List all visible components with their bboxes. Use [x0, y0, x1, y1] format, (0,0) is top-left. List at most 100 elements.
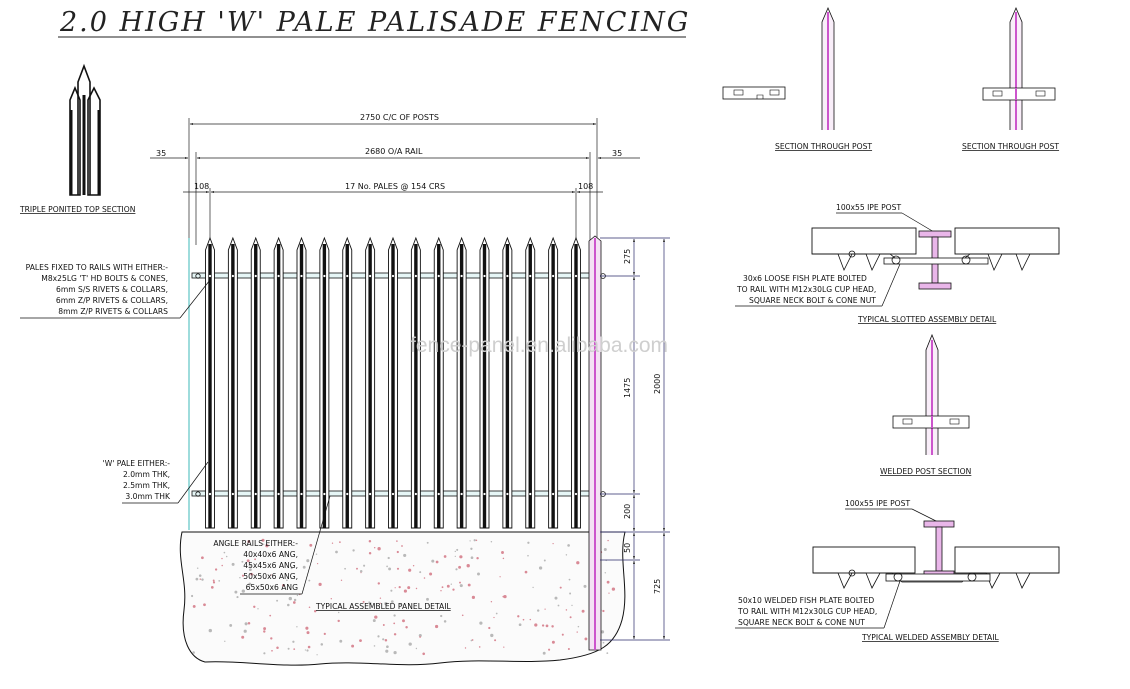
concrete-speck	[419, 636, 421, 638]
concrete-speck	[426, 597, 429, 601]
concrete-speck	[377, 582, 380, 585]
concrete-speck	[548, 648, 551, 651]
concrete-speck	[393, 650, 397, 655]
concrete-speck	[331, 542, 334, 544]
concrete-speck	[306, 559, 310, 563]
concrete-speck	[212, 579, 215, 582]
concrete-speck	[247, 622, 251, 625]
concrete-speck	[352, 549, 355, 552]
pale-fixing	[551, 274, 555, 278]
concrete-speck	[503, 594, 507, 599]
concrete-speck	[293, 598, 297, 602]
concrete-speck	[608, 592, 610, 594]
concrete-speck	[198, 574, 202, 577]
svg-text:SQUARE NECK BOLT & CONE NUT: SQUARE NECK BOLT & CONE NUT	[738, 618, 865, 627]
pales-fixed-note: PALES FIXED TO RAILS WITH EITHER:- M8x25…	[20, 263, 211, 319]
svg-text:100x55 IPE POST: 100x55 IPE POST	[845, 499, 910, 508]
concrete-speck	[306, 649, 309, 652]
concrete-speck	[263, 630, 266, 633]
concrete-speck	[427, 604, 430, 606]
concrete-speck	[429, 572, 433, 576]
concrete-speck	[254, 558, 256, 561]
pale-fixing	[254, 492, 258, 496]
concrete-speck	[584, 637, 588, 641]
section-through-post-2: SECTION THROUGH POST	[962, 6, 1059, 151]
svg-text:3.0mm THK: 3.0mm THK	[125, 492, 171, 501]
svg-text:30x6 LOOSE FISH PLATE BOLTED: 30x6 LOOSE FISH PLATE BOLTED	[743, 274, 867, 283]
concrete-speck	[469, 540, 471, 542]
dim-cc-posts: 2750 C/C OF POSTS	[360, 113, 439, 122]
pales	[205, 236, 581, 529]
concrete-speck	[470, 547, 473, 550]
concrete-speck	[561, 633, 564, 636]
svg-text:M8x25LG 'T' HD BOLTS & CONES,: M8x25LG 'T' HD BOLTS & CONES,	[41, 274, 168, 283]
concrete-speck	[386, 645, 389, 649]
concrete-speck	[316, 654, 318, 656]
svg-text:SECTION THROUGH POST: SECTION THROUGH POST	[962, 142, 1059, 151]
pale-fixing	[391, 274, 395, 278]
concrete-speck	[292, 601, 296, 604]
svg-text:'W' PALE EITHER:-: 'W' PALE EITHER:-	[103, 459, 171, 468]
concrete-speck	[568, 578, 571, 581]
concrete-speck	[517, 615, 520, 618]
concrete-speck	[191, 594, 194, 598]
concrete-speck	[372, 619, 376, 623]
concrete-speck	[396, 567, 400, 570]
concrete-speck	[554, 596, 558, 600]
pale-fixing	[276, 274, 281, 278]
concrete-speck	[246, 559, 250, 563]
pale-fixing	[345, 492, 349, 496]
concrete-speck	[503, 646, 505, 648]
svg-text:50x50x6 ANG,: 50x50x6 ANG,	[243, 572, 298, 581]
concrete-speck	[373, 645, 376, 647]
concrete-speck	[606, 652, 609, 654]
concrete-speck	[263, 543, 265, 545]
concrete-speck	[407, 586, 411, 590]
concrete-speck	[390, 589, 393, 592]
concrete-speck	[557, 604, 560, 607]
vertical-dimensions	[600, 237, 670, 641]
pale-fixing	[437, 274, 441, 278]
concrete-speck	[606, 580, 610, 584]
concrete-speck	[431, 559, 435, 563]
concrete-speck	[398, 585, 401, 589]
concrete-speck	[208, 628, 212, 633]
concrete-speck	[390, 600, 394, 603]
concrete-speck	[309, 543, 313, 547]
concrete-speck	[422, 652, 426, 656]
concrete-speck	[393, 614, 396, 617]
concrete-speck	[494, 639, 497, 642]
concrete-speck	[290, 567, 293, 570]
concrete-speck	[377, 547, 381, 551]
concrete-speck	[488, 626, 491, 630]
concrete-speck	[415, 647, 418, 650]
concrete-speck	[499, 576, 501, 578]
concrete-speck	[426, 541, 429, 544]
section-through-post-1: SECTION THROUGH POST	[722, 6, 872, 151]
concrete-speck	[455, 568, 458, 571]
concrete-speck	[323, 632, 326, 636]
concrete-speck	[490, 633, 494, 638]
concrete-speck	[244, 622, 248, 626]
svg-text:TO RAIL WITH M12x30LG CUP HEAD: TO RAIL WITH M12x30LG CUP HEAD,	[737, 607, 877, 616]
concrete-speck	[423, 577, 426, 579]
concrete-speck	[443, 620, 447, 623]
concrete-speck	[261, 538, 265, 542]
concrete-speck	[458, 565, 462, 569]
pale-fixing	[299, 274, 304, 278]
concrete-speck	[604, 572, 607, 574]
pale-fixing	[551, 492, 555, 496]
pale-fixing	[322, 492, 327, 496]
concrete-speck	[203, 603, 206, 607]
concrete-speck	[405, 625, 408, 629]
concrete-speck	[461, 614, 464, 617]
concrete-speck	[307, 645, 311, 649]
concrete-speck	[320, 643, 324, 646]
concrete-speck	[495, 612, 498, 615]
concrete-speck	[544, 608, 546, 610]
top-dimensions	[150, 118, 640, 245]
concrete-speck	[412, 564, 415, 567]
concrete-speck	[518, 623, 522, 627]
concrete-speck	[335, 550, 338, 554]
